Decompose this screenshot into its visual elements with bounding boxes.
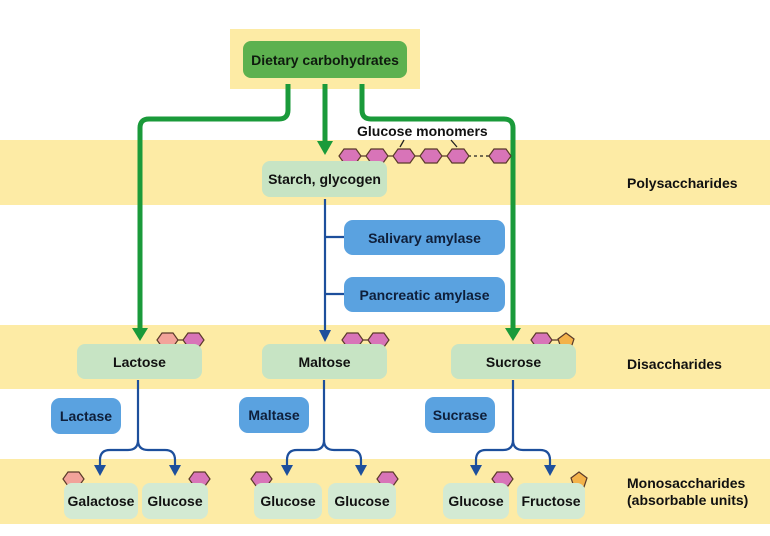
glucose-box: Glucose xyxy=(254,483,322,519)
glucose-chain xyxy=(338,148,512,164)
lactase-box: Lactase xyxy=(51,398,121,434)
arrowhead-sucrose xyxy=(505,328,521,341)
glucose-monomers-label: Glucose monomers xyxy=(357,123,488,139)
maltase-box: Maltase xyxy=(239,397,309,433)
maltose-box: Maltose xyxy=(262,344,387,379)
galactose-box: Galactose xyxy=(64,483,138,519)
lactose-box: Lactose xyxy=(77,344,202,379)
glucose-hexagon-icon xyxy=(392,148,416,164)
glucose-hexagon-icon xyxy=(488,148,512,164)
sucrase-box: Sucrase xyxy=(425,397,495,433)
glucose-box: Glucose xyxy=(142,483,208,519)
pancreatic-amylase-box: Pancreatic amylase xyxy=(344,277,505,312)
glucose-hexagon-icon xyxy=(446,148,470,164)
starch-glycogen-box: Starch, glycogen xyxy=(262,161,387,197)
monosaccharides-label: Monosaccharides xyxy=(627,475,746,491)
dietary-carbohydrates-box: Dietary carbohydrates xyxy=(243,41,407,78)
salivary-amylase-box: Salivary amylase xyxy=(344,220,505,255)
disaccharides-label: Disaccharides xyxy=(627,356,722,372)
absorbable-units-label: (absorbable units) xyxy=(627,492,749,508)
glucose-hexagon-icon xyxy=(419,148,443,164)
fructose-box: Fructose xyxy=(517,483,585,519)
green-arrow-lactose xyxy=(137,84,291,330)
arrowhead-starch xyxy=(317,141,333,155)
glucose-box: Glucose xyxy=(328,483,396,519)
green-arrow-sucrose xyxy=(359,84,516,330)
glucose-box: Glucose xyxy=(443,483,509,519)
sucrose-box: Sucrose xyxy=(451,344,576,379)
arrowhead-lactose xyxy=(132,328,148,341)
polysaccharides-label: Polysaccharides xyxy=(627,175,738,191)
